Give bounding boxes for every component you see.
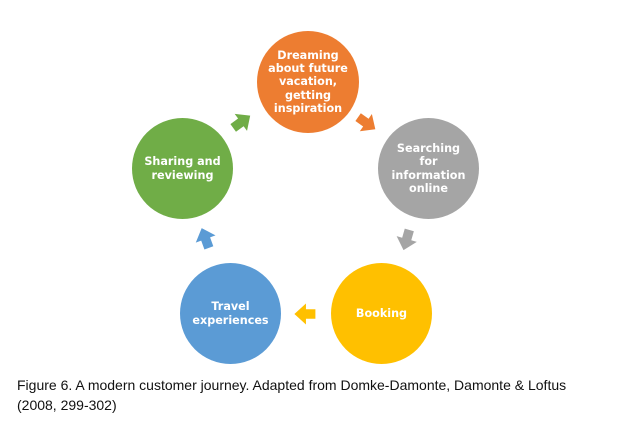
node-searching: Searching for information online bbox=[378, 118, 479, 219]
node-travel: Travel experiences bbox=[180, 263, 281, 364]
figure-caption: Figure 6. A modern customer journey. Ada… bbox=[17, 377, 567, 414]
node-booking: Booking bbox=[331, 263, 432, 364]
arrow-travel-to-sharing bbox=[195, 228, 216, 250]
arrow-dreaming-to-searching bbox=[355, 113, 376, 132]
node-sharing: Sharing and reviewing bbox=[132, 118, 233, 219]
arrow-searching-to-booking bbox=[396, 228, 417, 251]
arrow-booking-to-travel bbox=[294, 303, 316, 325]
arrow-sharing-to-dreaming bbox=[230, 113, 251, 132]
node-dreaming: Dreaming about future vacation, getting … bbox=[257, 31, 359, 133]
